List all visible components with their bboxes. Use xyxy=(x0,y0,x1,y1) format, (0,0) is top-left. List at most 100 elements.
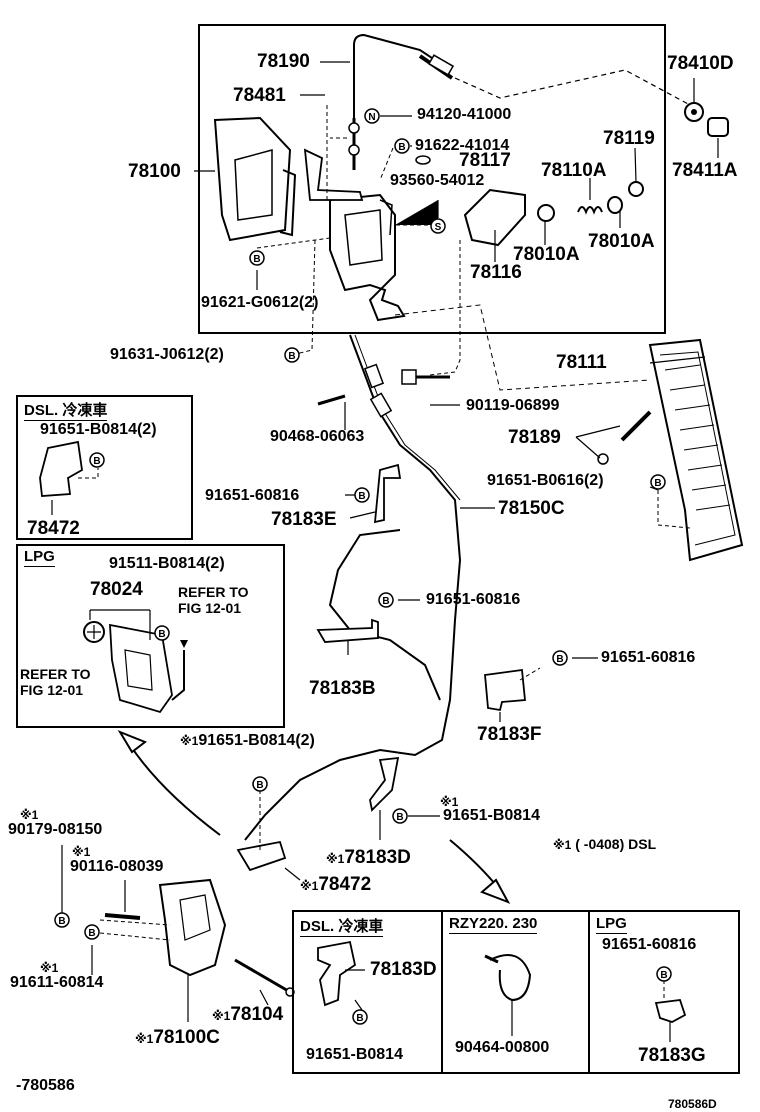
star-mark: ※1 xyxy=(20,808,39,822)
footer-right: 780586D xyxy=(668,1097,717,1111)
svg-text:B: B xyxy=(396,812,403,823)
label-78183B: 78183B xyxy=(309,678,376,699)
label-78119: 78119 xyxy=(603,128,655,149)
label-90468-06063: 90468-06063 xyxy=(270,428,365,445)
footer-left: -780586 xyxy=(16,1077,75,1094)
bottom-rzy-part: 90464-00800 xyxy=(455,1039,550,1056)
bottom-lpg-title: LPG xyxy=(596,915,627,934)
label-78190: 78190 xyxy=(257,51,310,72)
inset-dsl-bracket: 78472 xyxy=(27,518,80,539)
bracket-78183E xyxy=(373,463,402,524)
label-91651-B0814-2: ※191651-B0814(2) xyxy=(180,732,315,749)
rod-78104 xyxy=(234,958,291,994)
label-93560-54012: 93560-54012 xyxy=(390,172,485,189)
label-78183F: 78183F xyxy=(477,724,542,745)
svg-text:B: B xyxy=(398,142,405,153)
svg-text:B: B xyxy=(256,780,263,791)
star-mark: ※1 xyxy=(440,795,459,809)
upper-assembly-box xyxy=(198,24,666,334)
label-94120-41000: 94120-41000 xyxy=(417,106,512,123)
bracket-78100 xyxy=(213,116,292,242)
svg-text:B: B xyxy=(58,916,65,927)
label-90116-08039: 90116-08039 xyxy=(70,858,164,875)
label-91651-60816-a: 91651-60816 xyxy=(205,487,300,504)
cable-78150C xyxy=(244,334,462,841)
bracket-78183D xyxy=(369,756,400,812)
cable-78190 xyxy=(353,33,451,150)
bottom-lpg-bolt: 91651-60816 xyxy=(602,936,697,953)
label-78110A: 78110A xyxy=(541,160,607,181)
label-78183E: 78183E xyxy=(271,509,337,530)
star-mark: ※1 xyxy=(72,845,91,859)
label-91621-G0612: 91621-G0612(2) xyxy=(201,294,319,311)
bottom-lpg-part: 78183G xyxy=(638,1045,706,1066)
inset-dsl-title: DSL. 冷凍車 xyxy=(24,402,108,421)
inset-lpg-bolt: 91511-B0814(2) xyxy=(109,555,225,572)
svg-text:B: B xyxy=(93,456,100,467)
inset-lpg-main: 78024 xyxy=(90,579,143,600)
inset-lpg-refer1-line1: REFER TO xyxy=(178,584,249,600)
label-91622-41014: 91622-41014 xyxy=(415,137,510,154)
label-91651-B0616: 91651-B0616(2) xyxy=(487,472,604,489)
arrow-to-lpg xyxy=(129,744,221,836)
label-78010A-2: 78010A xyxy=(588,231,655,252)
svg-text:B: B xyxy=(660,970,667,981)
pedal-78111 xyxy=(648,338,744,562)
note-dsl: ※1 ( -0408) DSL xyxy=(553,836,657,852)
label-91651-60816-c: 91651-60816 xyxy=(601,649,696,666)
bottom-dsl-title: DSL. 冷凍車 xyxy=(300,918,384,937)
label-91651-60816-b: 91651-60816 xyxy=(426,591,521,608)
cap-78411A xyxy=(707,117,729,137)
label-78150C: 78150C xyxy=(498,498,565,519)
svg-text:N: N xyxy=(368,112,375,123)
label-90179-08150: 90179-08150 xyxy=(8,821,103,838)
label-78100: 78100 xyxy=(128,161,181,182)
label-78010A-1: 78010A xyxy=(513,244,580,265)
label-91631-J0612: 91631-J0612(2) xyxy=(110,346,224,363)
inset-dsl-box xyxy=(16,395,193,540)
svg-text:B: B xyxy=(253,254,260,265)
svg-text:B: B xyxy=(88,928,95,939)
svg-text:B: B xyxy=(158,629,165,640)
label-78183D: ※178183D xyxy=(326,847,411,868)
inset-lpg-refer2-line1: REFER TO xyxy=(20,666,91,682)
bottom-dsl-part: 78183D xyxy=(370,959,437,980)
label-78410D: 78410D xyxy=(667,53,734,74)
svg-text:B: B xyxy=(556,654,563,665)
svg-text:B: B xyxy=(382,596,389,607)
inset-dsl-bolt: 91651-B0814(2) xyxy=(40,421,157,438)
pedal-arm xyxy=(329,193,406,322)
label-91611-60814: 91611-60814 xyxy=(10,974,104,991)
svg-text:B: B xyxy=(654,478,661,489)
svg-text:B: B xyxy=(358,491,365,502)
label-90119-06899: 90119-06899 xyxy=(466,397,560,414)
label-78472: ※178472 xyxy=(300,874,372,895)
bottom-dsl-bolt: 91651-B0814 xyxy=(306,1046,403,1063)
svg-text:S: S xyxy=(435,222,442,233)
label-78116: 78116 xyxy=(470,262,522,283)
bottom-box-lpg xyxy=(588,910,740,1074)
inset-lpg-refer2-line2: FIG 12-01 xyxy=(20,682,84,698)
inset-lpg-title: LPG xyxy=(24,548,55,567)
label-91651-B0814: 91651-B0814 xyxy=(443,807,540,824)
star-mark: ※1 xyxy=(40,961,59,975)
bracket-78183B xyxy=(316,618,379,643)
label-78411A: 78411A xyxy=(672,160,738,181)
svg-text:B: B xyxy=(288,351,295,362)
label-78481: 78481 xyxy=(233,85,286,106)
bolt-symbols: B B N S B B B B B B B B B B B B B xyxy=(54,108,672,1025)
label-78189: 78189 xyxy=(508,427,561,448)
bracket-78183F xyxy=(484,668,526,712)
label-78111: 78111 xyxy=(556,352,607,373)
svg-text:B: B xyxy=(356,1013,363,1024)
label-78104: ※178104 xyxy=(212,1004,284,1025)
bottom-rzy-title: RZY220. 230 xyxy=(449,915,538,934)
inset-lpg-refer1-line2: FIG 12-01 xyxy=(178,600,242,616)
part-78116 xyxy=(463,188,526,247)
bracket-78100C xyxy=(158,878,227,977)
label-78100C: ※178100C xyxy=(135,1027,220,1048)
label-78117: 78117 xyxy=(459,150,511,171)
inset-lpg-box xyxy=(16,544,285,728)
bracket-78472 xyxy=(236,840,287,872)
